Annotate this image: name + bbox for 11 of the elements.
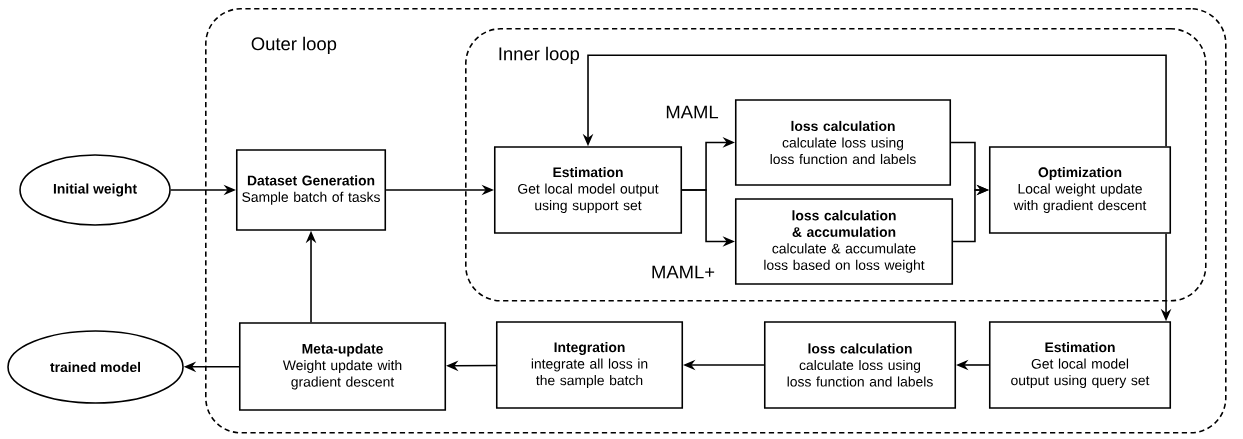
process-box: Meta-update Weight update with gradient descent	[238, 322, 447, 411]
process-box: loss calculation & accumulation calculate & accumulate loss based on loss weight	[734, 198, 954, 285]
process-box: Estimation Get local model output using query set	[988, 321, 1172, 409]
process-box: loss calculation calculate loss using loss function and labels	[763, 321, 957, 409]
process-box: Integration integrate all loss in the sample batch	[495, 321, 684, 409]
process-box: Dataset Generation Sample batch of tasks	[235, 149, 387, 231]
variant-label: MAML	[666, 105, 719, 119]
process-box: loss calculation calculate loss using loss function and labels	[734, 99, 952, 186]
variant-label: MAML+	[652, 265, 715, 279]
process-box: Optimization Local weight update with gradient descent	[988, 146, 1172, 234]
process-box: Estimation Get local model output using support set	[493, 146, 683, 234]
